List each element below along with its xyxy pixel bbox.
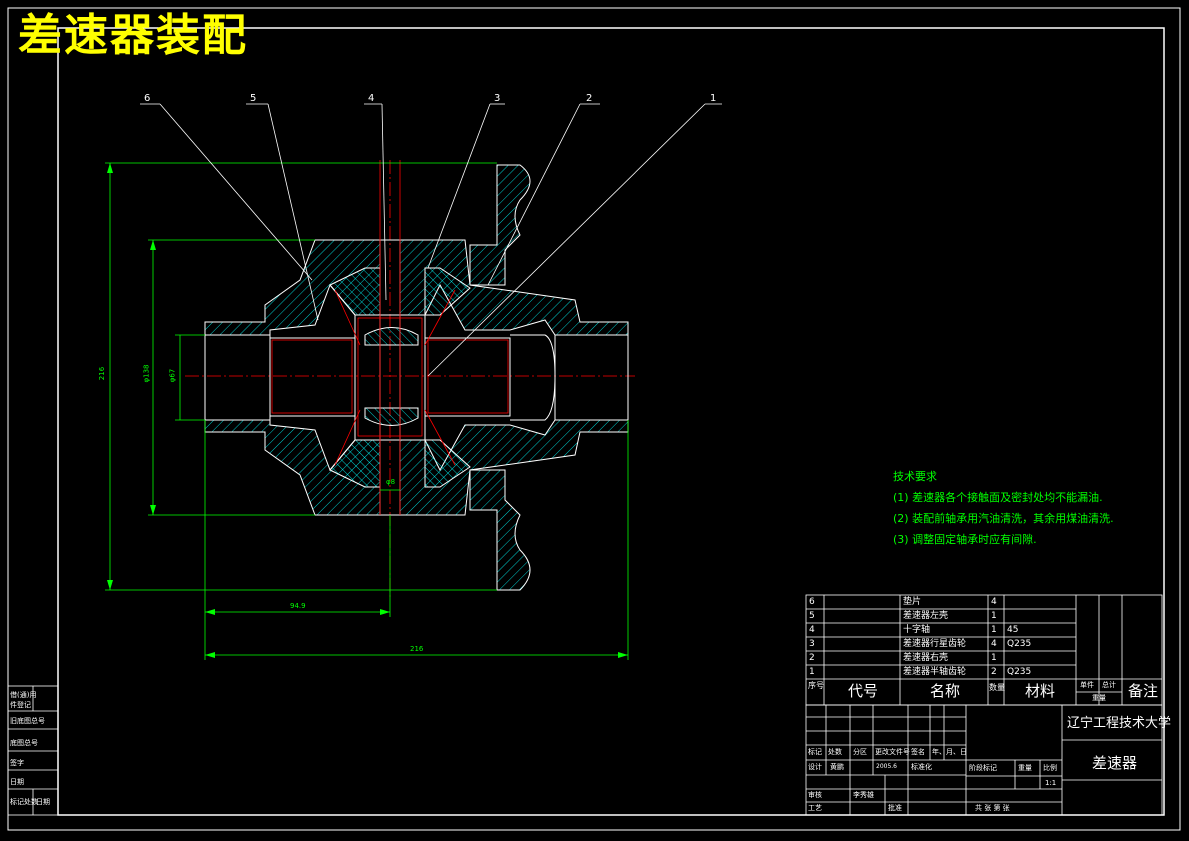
rev-mark: 标记 [808, 748, 822, 756]
bom-header-single: 单件 [1080, 681, 1094, 689]
bom-row-6-name: 垫片 [903, 597, 922, 607]
bom-row-3-material: Q235 [1007, 639, 1032, 649]
side-label-5: 签字 [10, 759, 24, 767]
bom-row-2-no: 2 [809, 653, 815, 663]
review-label: 审核 [808, 791, 822, 799]
differential-section [204, 164, 629, 591]
side-label-1: 借(通)用 [10, 691, 37, 699]
side-strip [7, 685, 59, 816]
technical-requirements: 技术要求 (1) 差速器各个接触面及密封处均不能漏油. (2) 装配前轴承用汽油… [893, 466, 1114, 550]
bom-row-1-material: Q235 [1007, 667, 1032, 677]
side-label-2: 件登记 [10, 701, 31, 709]
bom-row-4-no: 4 [809, 625, 815, 635]
rev-sign: 签名 [911, 748, 925, 756]
outer-frame [7, 7, 1181, 831]
rev-date: 年、月、日 [932, 748, 967, 756]
dim-216-vertical: 216 [98, 366, 107, 381]
bom-header-no: 序号 [808, 681, 824, 690]
bom-row-5-no: 5 [809, 611, 815, 621]
dimension-arrows [107, 163, 628, 658]
balloon-5: 5 [250, 93, 257, 104]
approve-label: 批准 [888, 804, 902, 812]
rev-doc: 更改文件号 [875, 748, 910, 756]
note-2: (2) 装配前轴承用汽油清洗，其余用煤油清洗. [893, 512, 1114, 525]
notes-heading: 技术要求 [893, 470, 937, 483]
bom-row-3-name: 差速器行星齿轮 [903, 639, 967, 649]
inner-frame [57, 27, 1165, 816]
side-label-6: 日期 [10, 778, 24, 786]
leader-lines [140, 103, 722, 377]
bom-row-1-name: 差速器半轴齿轮 [903, 667, 967, 677]
bom-table [805, 594, 1163, 706]
red-outline [271, 160, 509, 515]
balloon-3: 3 [494, 93, 501, 104]
bom-row-5-name: 差速器左壳 [903, 611, 949, 621]
balloon-6: 6 [144, 93, 151, 104]
rev-zone: 分区 [853, 748, 867, 756]
bom-header-weight: 重量 [1092, 694, 1106, 702]
rev-count: 处数 [828, 748, 842, 756]
process-label: 工艺 [808, 804, 822, 812]
stage-label: 阶段标记 [969, 764, 997, 772]
bom-row-6-no: 6 [809, 597, 815, 607]
dim-67: φ67 [168, 368, 177, 383]
bom-row-4-qty: 1 [991, 625, 997, 635]
designer-name: 黄鹏 [830, 763, 844, 771]
drawing-title: 差速器装配 [18, 10, 248, 61]
bom-row-6-qty: 4 [991, 597, 997, 607]
bom-header-total: 总计 [1102, 681, 1116, 689]
note-3: (3) 调整固定轴承时应有间隙. [893, 533, 1037, 546]
bom-row-5-qty: 1 [991, 611, 997, 621]
balloon-2: 2 [586, 93, 593, 104]
bom-header-material: 材料 [1025, 682, 1056, 700]
scale-value: 1:1 [1045, 779, 1057, 787]
school-name: 辽宁工程技术大学 [1067, 716, 1172, 731]
bom-row-3-no: 3 [809, 639, 815, 649]
dim-94: 94.9 [290, 602, 306, 610]
dim-8: φ8 [386, 478, 396, 486]
side-label-8: 日期 [36, 798, 50, 806]
sheet-count: 共 张 第 张 [975, 804, 1010, 812]
side-label-3: 旧底图总号 [10, 717, 45, 725]
bom-row-2-qty: 1 [991, 653, 997, 663]
bom-row-4-name: 十字轴 [903, 625, 931, 635]
standard-label: 标准化 [911, 763, 932, 771]
bom-row-2-name: 差速器右壳 [903, 653, 949, 663]
bom-row-4-material: 45 [1007, 625, 1019, 635]
drawing-name: 差速器 [1092, 754, 1138, 772]
design-label: 设计 [808, 763, 822, 771]
reviewer-name: 李秀雄 [853, 791, 874, 799]
design-date: 2005.6 [876, 763, 897, 770]
bom-header-name: 名称 [930, 682, 961, 700]
weight-label: 重量 [1018, 764, 1032, 772]
bom-header-code: 代号 [848, 682, 879, 700]
side-label-7: 标记处数 [10, 798, 38, 806]
dim-138: φ138 [142, 364, 151, 383]
dim-216-horizontal: 216 [410, 645, 424, 653]
balloon-4: 4 [368, 93, 375, 104]
scale-label: 比例 [1043, 764, 1057, 772]
bom-row-1-no: 1 [809, 667, 815, 677]
note-1: (1) 差速器各个接触面及密封处均不能漏油. [893, 491, 1103, 504]
bom-header-qty: 数量 [989, 683, 1005, 692]
centerlines [185, 160, 635, 600]
title-block [805, 704, 1163, 816]
bom-row-1-qty: 2 [991, 667, 997, 677]
bom-row-3-qty: 4 [991, 639, 997, 649]
side-label-4: 底图总号 [10, 739, 38, 747]
balloon-1: 1 [710, 93, 717, 104]
bom-header-remark: 备注 [1128, 682, 1159, 700]
dimension-lines [105, 162, 629, 660]
